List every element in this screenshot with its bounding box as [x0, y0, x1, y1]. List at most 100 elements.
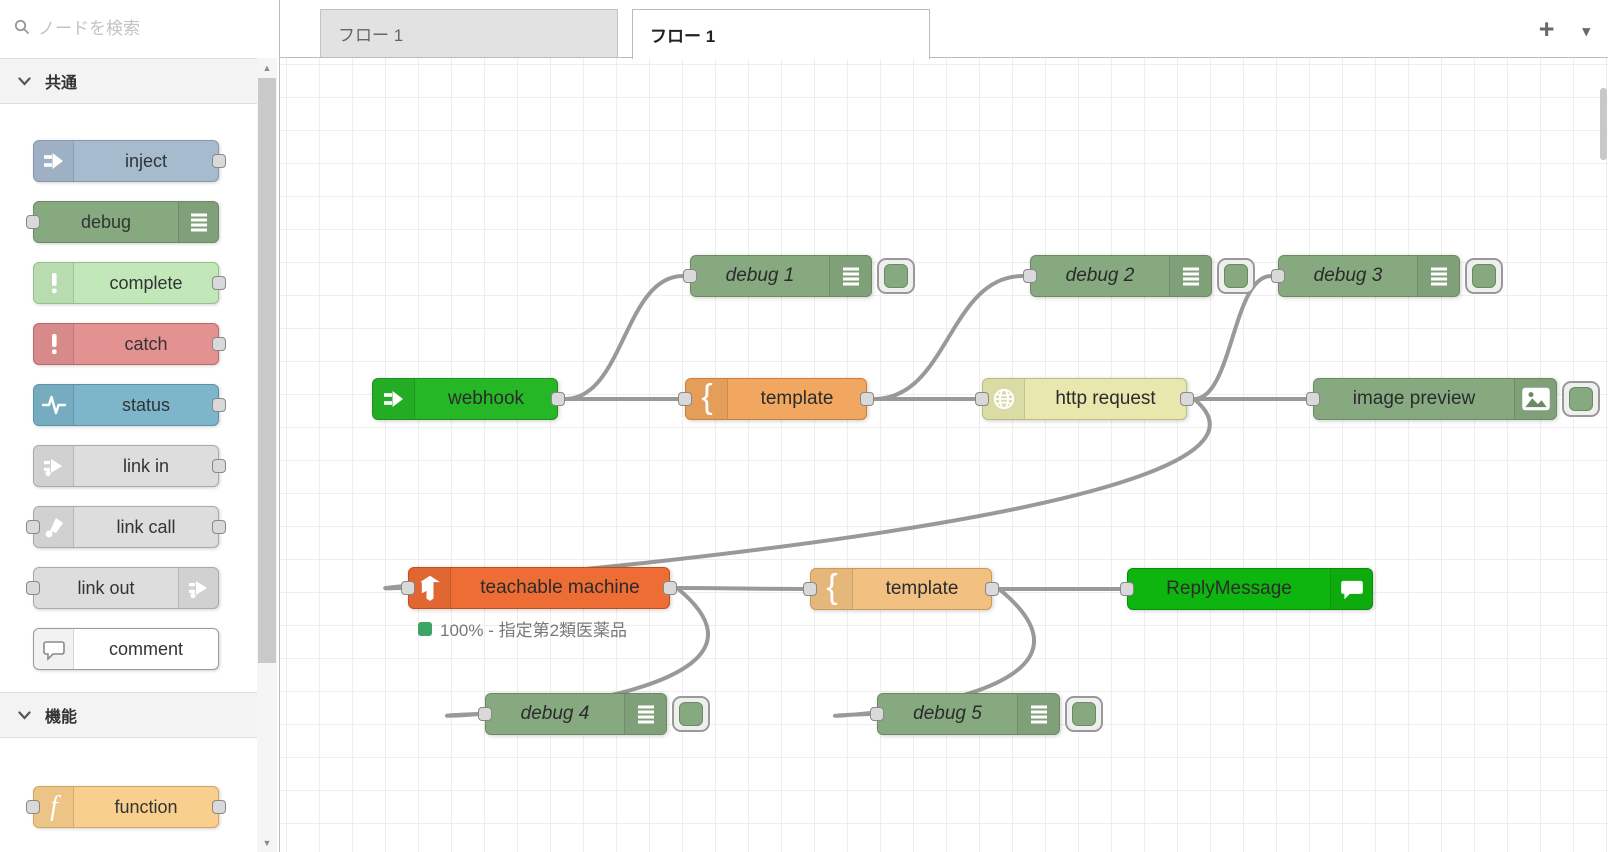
output-port[interactable] — [663, 581, 677, 595]
flow-node-teachable[interactable]: teachable machine — [401, 567, 677, 609]
debug-toggle-button[interactable] — [672, 696, 710, 732]
toggle-indicator — [884, 264, 908, 288]
palette-category-header[interactable]: 共通 — [0, 58, 257, 104]
input-port[interactable] — [26, 581, 40, 595]
palette-category-header[interactable]: 機能 — [0, 692, 257, 738]
node-label: debug 3 — [1313, 265, 1383, 286]
wire-http-to-teachable[interactable] — [383, 397, 1212, 591]
output-port[interactable] — [212, 520, 226, 534]
debug-list-icon — [624, 694, 666, 734]
debug-toggle-button[interactable] — [1562, 381, 1600, 417]
input-port[interactable] — [26, 800, 40, 814]
flow-node-debug5[interactable]: debug 5 — [870, 693, 1103, 735]
flow-node-reply[interactable]: ReplyMessage — [1120, 568, 1373, 610]
input-port[interactable] — [975, 392, 989, 406]
output-port[interactable] — [212, 459, 226, 473]
input-port[interactable] — [1023, 269, 1037, 283]
palette-search[interactable] — [0, 0, 280, 58]
toggle-indicator — [1472, 264, 1496, 288]
debug-toggle-button[interactable] — [1065, 696, 1103, 732]
wire-teachable-to-template2[interactable] — [676, 586, 804, 591]
flow-node-webhook[interactable]: webhook — [372, 378, 565, 420]
output-port[interactable] — [212, 337, 226, 351]
flow-tab-2[interactable]: フロー 1 — [632, 9, 930, 59]
palette-node-label: link call — [116, 516, 176, 537]
input-port[interactable] — [870, 707, 884, 721]
input-port[interactable] — [1271, 269, 1285, 283]
debug-toggle-button[interactable] — [1465, 258, 1503, 294]
chevron-down-icon — [18, 710, 31, 720]
input-port[interactable] — [1120, 582, 1134, 596]
scroll-down-arrow-icon[interactable]: ▼ — [262, 837, 272, 848]
tab-menu-caret-icon[interactable]: ▾ — [1582, 22, 1590, 40]
wire-webhook-to-debug1[interactable] — [564, 274, 684, 401]
palette-node-label: status — [121, 394, 171, 415]
input-port[interactable] — [803, 582, 817, 596]
output-port[interactable] — [1180, 392, 1194, 406]
input-port[interactable] — [678, 392, 692, 406]
output-port[interactable] — [860, 392, 874, 406]
node-label: ReplyMessage — [1166, 578, 1292, 599]
canvas-scrollbar-thumb[interactable] — [1600, 88, 1607, 160]
flow-node-debug4[interactable]: debug 4 — [478, 693, 710, 735]
output-port[interactable] — [212, 398, 226, 412]
palette-node-link-call[interactable]: link call — [26, 506, 226, 548]
flow-node-imgprev[interactable]: image preview — [1306, 378, 1600, 420]
flow-node-debug3[interactable]: debug 3 — [1271, 255, 1503, 297]
output-port[interactable] — [551, 392, 565, 406]
input-port[interactable] — [478, 707, 492, 721]
input-port[interactable] — [401, 581, 415, 595]
exclamation-icon — [34, 324, 74, 364]
flow-node-debug2[interactable]: debug 2 — [1023, 255, 1255, 297]
add-flow-button[interactable]: + — [1538, 13, 1555, 44]
flow-canvas[interactable]: webhook debug 1 {template http request debug… — [280, 58, 1608, 852]
node-label: debug 1 — [725, 265, 795, 286]
toggle-indicator — [1072, 702, 1096, 726]
node-palette: 共通 inject debug complete catch status link in l… — [0, 58, 257, 852]
input-port[interactable] — [26, 215, 40, 229]
palette-node-label: debug — [80, 211, 132, 232]
wire-template1-to-debug2[interactable] — [873, 274, 1024, 401]
palette-node-comment[interactable]: comment — [33, 628, 219, 670]
palette-scrollbar[interactable]: ▲ ▼ — [257, 58, 277, 852]
flow-node-template2[interactable]: {template — [803, 568, 999, 610]
flow-tab-1[interactable]: フロー 1 — [320, 9, 618, 57]
output-port[interactable] — [212, 800, 226, 814]
svg-text:{: { — [701, 382, 712, 416]
link-arrow-icon — [34, 446, 74, 486]
palette-scrollbar-thumb[interactable] — [258, 78, 276, 663]
debug-list-icon — [829, 256, 871, 296]
flow-node-debug1[interactable]: debug 1 — [683, 255, 915, 297]
pulse-icon — [34, 385, 74, 425]
output-port[interactable] — [212, 154, 226, 168]
palette-node-inject[interactable]: inject — [33, 140, 226, 182]
palette-node-status[interactable]: status — [33, 384, 226, 426]
debug-toggle-button[interactable] — [877, 258, 915, 294]
link-call-icon — [34, 507, 74, 547]
input-port[interactable] — [683, 269, 697, 283]
output-port[interactable] — [985, 582, 999, 596]
scroll-up-arrow-icon[interactable]: ▲ — [262, 62, 272, 73]
flow-node-http[interactable]: http request — [975, 378, 1194, 420]
input-port[interactable] — [26, 520, 40, 534]
palette-node-label: catch — [124, 333, 168, 354]
debug-toggle-button[interactable] — [1217, 258, 1255, 294]
function-f-icon: f — [34, 787, 74, 827]
flow-tabbar: フロー 1 フロー 1 + ▾ — [280, 0, 1608, 59]
palette-node-complete[interactable]: complete — [33, 262, 226, 304]
input-port[interactable] — [1306, 392, 1320, 406]
comment-bubble-icon — [34, 629, 74, 669]
debug-list-icon — [178, 202, 218, 242]
palette-node-link-in[interactable]: link in — [33, 445, 226, 487]
brace-icon: { — [811, 569, 853, 609]
palette-node-catch[interactable]: catch — [33, 323, 226, 365]
flow-node-template1[interactable]: {template — [678, 378, 874, 420]
toggle-indicator — [679, 702, 703, 726]
output-port[interactable] — [212, 276, 226, 290]
palette-node-link-out[interactable]: link out — [26, 567, 219, 609]
palette-node-debug[interactable]: debug — [26, 201, 219, 243]
exclamation-icon — [34, 263, 74, 303]
wire-http-to-debug3[interactable] — [1193, 274, 1272, 401]
search-input[interactable] — [38, 19, 258, 39]
